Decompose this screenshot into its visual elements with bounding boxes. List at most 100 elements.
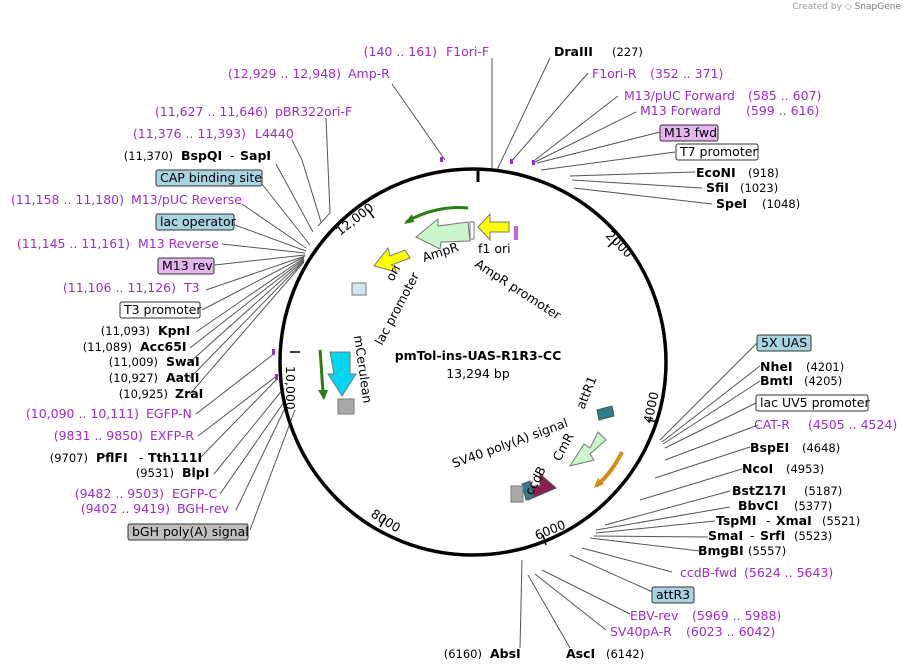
smai-label: SmaI — [708, 528, 743, 543]
m13-fwd-box — [659, 124, 719, 142]
exfp-r-coord: (9831 .. 9850) — [54, 428, 143, 443]
bgh-polya-box — [127, 523, 249, 541]
spei-label: SpeI — [716, 196, 747, 211]
sv40pa-r-coord: (6023 .. 6042) — [686, 624, 775, 639]
swai-label: SwaI — [166, 354, 200, 369]
acc65i-coord: (11,089) — [83, 340, 132, 354]
attr1-label: attR1 — [573, 374, 600, 411]
m13-puc-reverse-label: M13/pUC Reverse — [131, 192, 242, 207]
ampr-arrow — [415, 217, 471, 250]
asci-label: AscI — [566, 646, 595, 661]
m13-fwd-label: M13 fwd — [664, 125, 717, 140]
ori-label: ori — [382, 262, 403, 283]
cap-binding-box — [155, 169, 263, 187]
attr3-label: attR3 — [656, 587, 690, 602]
sv40-polya-feature — [510, 485, 524, 503]
ncoi-coord: (4953) — [786, 462, 824, 476]
egfp-c-coord: (9482 .. 9503) — [75, 486, 164, 501]
attr3-box — [651, 586, 695, 604]
m13-puc-forward-label: M13/pUC Forward — [624, 88, 735, 103]
f1-ori-arrow — [477, 212, 510, 242]
tick-label: 4000 — [640, 390, 661, 424]
bspqi-label: BspQI — [181, 148, 222, 163]
f1-ori-label: f1 ori — [478, 241, 511, 256]
ccdb-fwd-label: ccdB-fwd — [680, 565, 737, 580]
ncoi-label: NcoI — [742, 461, 773, 476]
f1ori-f-coord: (140 .. 161) — [364, 44, 437, 59]
bstz17i-coord: (5187) — [804, 484, 842, 498]
zrai-coord: (10,925) — [119, 387, 168, 401]
sfii-coord: (1023) — [740, 181, 778, 195]
m13-puc-reverse-coord: (11,158 .. 11,180) — [11, 192, 124, 207]
tspmi-label: TspMI — [716, 513, 756, 528]
t3-coord: (11,106 .. 11,126) — [63, 280, 176, 295]
cmr-arrow — [568, 431, 607, 467]
sv40-polya-label: SV40 poly(A) signal — [450, 415, 570, 471]
external-labels: (140 .. 161) F1ori-F (12,929 .. 12,948) … — [11, 44, 897, 661]
sapi-label: SapI — [240, 148, 271, 163]
econi-label: EcoNI — [696, 165, 736, 180]
f1ori-f-label: F1ori-F — [446, 44, 489, 59]
t3-promoter-box — [119, 301, 201, 319]
swai-coord: (11,009) — [109, 355, 158, 369]
snapgene-watermark: Created by ◇ SnapGene — [792, 2, 901, 12]
bmti-coord: (4205) — [804, 374, 842, 388]
cat-r-label: CAT-R — [754, 417, 790, 432]
ori-arrow — [373, 246, 411, 273]
t3-promoter-label: T3 promoter — [123, 302, 202, 317]
cap-binding-label: CAP binding site — [160, 170, 262, 185]
lacuv5-label: lac UV5 promoter — [760, 395, 870, 410]
tth111i-label: Tth111I — [148, 450, 202, 465]
t7-promoter-label: T7 promoter — [679, 144, 758, 159]
m13-forward-coord: (599 .. 616) — [746, 103, 819, 118]
pbr322ori-f-coord: (11,627 .. 11,646) — [155, 104, 268, 119]
smai-coord: (5523) — [794, 529, 832, 543]
xmai-label: XmaI — [776, 513, 812, 528]
bgh-rev-coord: (9402 .. 9419) — [81, 501, 170, 516]
ebv-rev-coord: (5969 .. 5988) — [692, 608, 781, 623]
mcerulean-arrow — [327, 351, 357, 397]
plasmid-name: pmTol-ins-UAS-R1R3-CC — [395, 348, 562, 363]
bmgbi-label: BmgBI — [698, 543, 744, 558]
blpi-coord: (9531) — [136, 466, 174, 480]
tspmi-sep: - — [766, 513, 771, 528]
attr3-feature — [521, 480, 535, 501]
bgh-rev-label: BGH-rev — [177, 501, 230, 516]
draiii-label: DraIII — [554, 44, 593, 59]
bstz17i-label: BstZ17I — [732, 483, 786, 498]
f1ori-r-coord: (352 .. 371) — [650, 66, 723, 81]
f1ori-r-label: F1ori-R — [592, 66, 637, 81]
acc65i-label: Acc65I — [140, 339, 187, 354]
sfii-label: SfiI — [706, 180, 729, 195]
tick-label: 12,000 — [333, 200, 377, 239]
pflfi-coord: (9707) — [50, 451, 88, 465]
cmr-label: CmR — [549, 430, 576, 463]
zrai-label: ZraI — [175, 386, 203, 401]
absi-label: AbsI — [490, 646, 521, 661]
bspqi-sep: - — [230, 148, 235, 163]
srfi-label: SrfI — [760, 528, 785, 543]
m13-reverse-label: M13 Reverse — [138, 236, 219, 251]
aatii-label: AatII — [166, 370, 199, 385]
ebv-rev-label: EBV-rev — [630, 608, 679, 623]
tick-label: 2000 — [603, 228, 636, 261]
ampr-promoter-label: AmpR promoter — [472, 256, 564, 323]
m13-forward-label: M13 Forward — [640, 103, 721, 118]
snapgene-logo-icon: ◇ — [844, 2, 852, 12]
egfp-n-label: EGFP-N — [146, 406, 192, 421]
kpni-coord: (11,093) — [101, 324, 150, 338]
amp-r-coord: (12,929 .. 12,948) — [228, 66, 341, 81]
bmti-label: BmtI — [760, 373, 793, 388]
m13-reverse-coord: (11,145 .. 11,161) — [17, 236, 130, 251]
tick-label: 8000 — [368, 506, 403, 536]
bbvci-coord: (5377) — [794, 499, 832, 513]
lac-elements — [351, 282, 367, 296]
m13-rev-label: M13 rev — [162, 258, 213, 273]
exfp-r-label: EXFP-R — [150, 428, 194, 443]
lacuv5-box — [755, 394, 869, 412]
leader-lines — [189, 57, 761, 649]
tick-marks — [290, 209, 659, 546]
pflfi-sep: - — [139, 450, 144, 465]
t7-promoter-box — [675, 143, 759, 161]
